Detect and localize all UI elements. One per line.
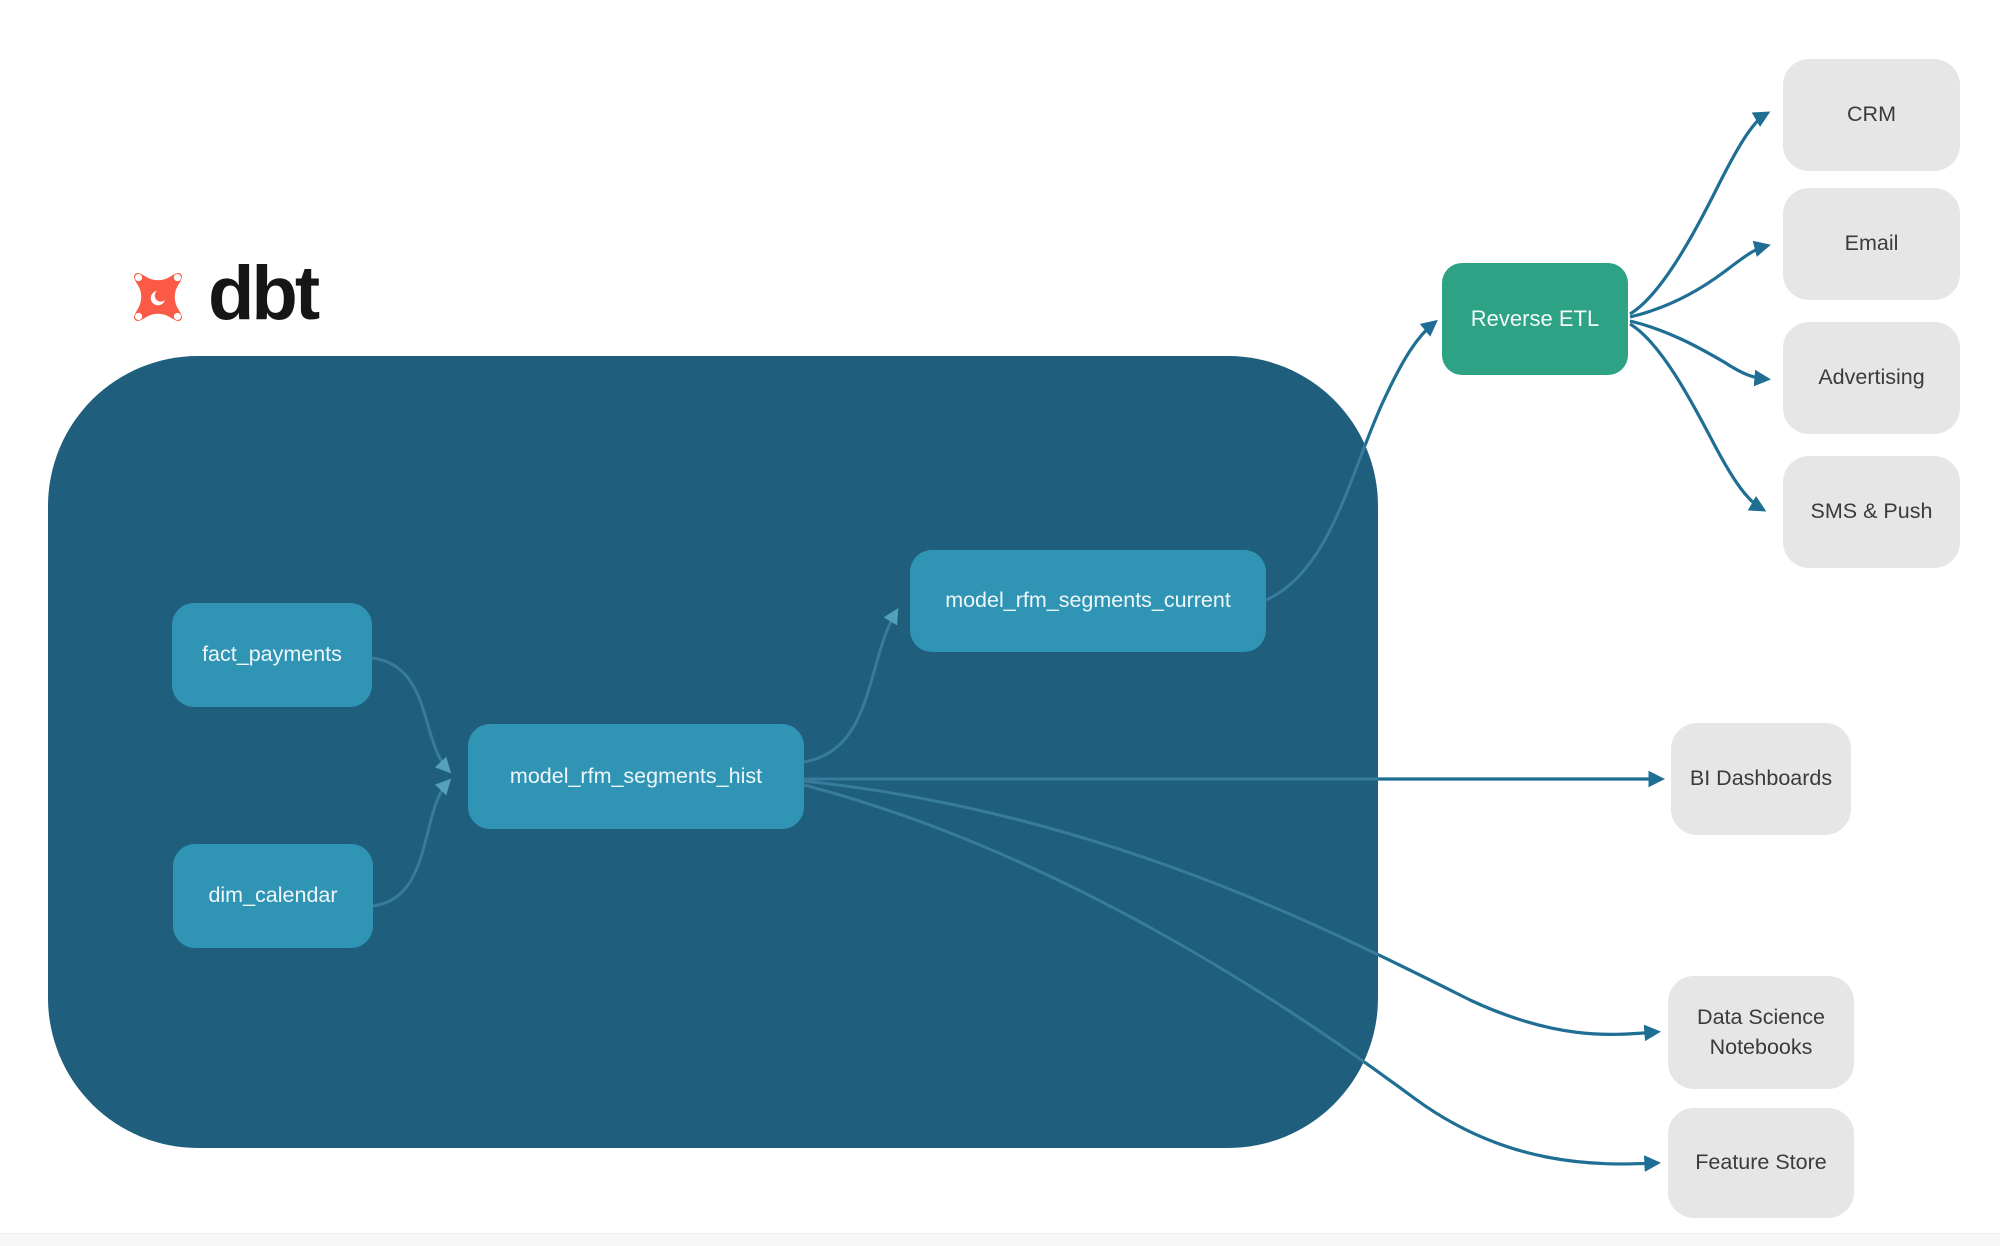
dbt-logo-text: dbt — [208, 251, 320, 336]
bottom-edge-strip — [0, 1233, 2000, 1246]
node-dim-calendar: dim_calendar — [173, 844, 373, 948]
dest-bi-dashboards: BI Dashboards — [1671, 723, 1851, 835]
node-model-rfm-segments-current-label: model_rfm_segments_current — [945, 588, 1231, 613]
dest-crm: CRM — [1783, 59, 1960, 171]
edge-reverse-etl-to-sms-push — [1629, 322, 1767, 512]
edge-reverse-etl-to-advertising — [1629, 319, 1771, 387]
dest-email: Email — [1783, 188, 1960, 300]
dest-bi-dashboards-label: BI Dashboards — [1689, 766, 1833, 791]
node-model-rfm-segments-hist-label: model_rfm_segments_hist — [509, 763, 763, 788]
dest-feature-store-label: Feature Store — [1695, 1150, 1827, 1175]
node-reverse-etl-label: Reverse ETL — [1470, 306, 1600, 331]
dest-sms-push-label: SMS & Push — [1810, 499, 1933, 524]
edge-reverse-etl-to-email — [1629, 240, 1771, 319]
node-fact-payments-label: fact_payments — [202, 642, 342, 667]
edge-reverse-etl-to-crm — [1629, 111, 1771, 316]
dbt-logo-icon — [134, 273, 182, 321]
dest-advertising: Advertising — [1783, 322, 1960, 434]
dest-advertising-label: Advertising — [1818, 365, 1925, 390]
dest-data-science-notebooks-label: Data Science Notebooks — [1697, 1005, 1825, 1059]
dest-crm-label: CRM — [1847, 102, 1896, 127]
dest-data-science-notebooks: Data Science Notebooks — [1668, 976, 1854, 1089]
dest-feature-store: Feature Store — [1668, 1108, 1854, 1218]
node-model-rfm-segments-hist: model_rfm_segments_hist — [468, 724, 804, 829]
node-reverse-etl: Reverse ETL — [1442, 263, 1628, 375]
dest-email-label: Email — [1844, 231, 1899, 256]
node-dim-calendar-label: dim_calendar — [208, 883, 338, 908]
dbt-logo: dbt — [122, 251, 320, 338]
dest-sms-push: SMS & Push — [1783, 456, 1960, 568]
node-model-rfm-segments-current: model_rfm_segments_current — [910, 550, 1266, 652]
node-fact-payments: fact_payments — [172, 603, 372, 707]
